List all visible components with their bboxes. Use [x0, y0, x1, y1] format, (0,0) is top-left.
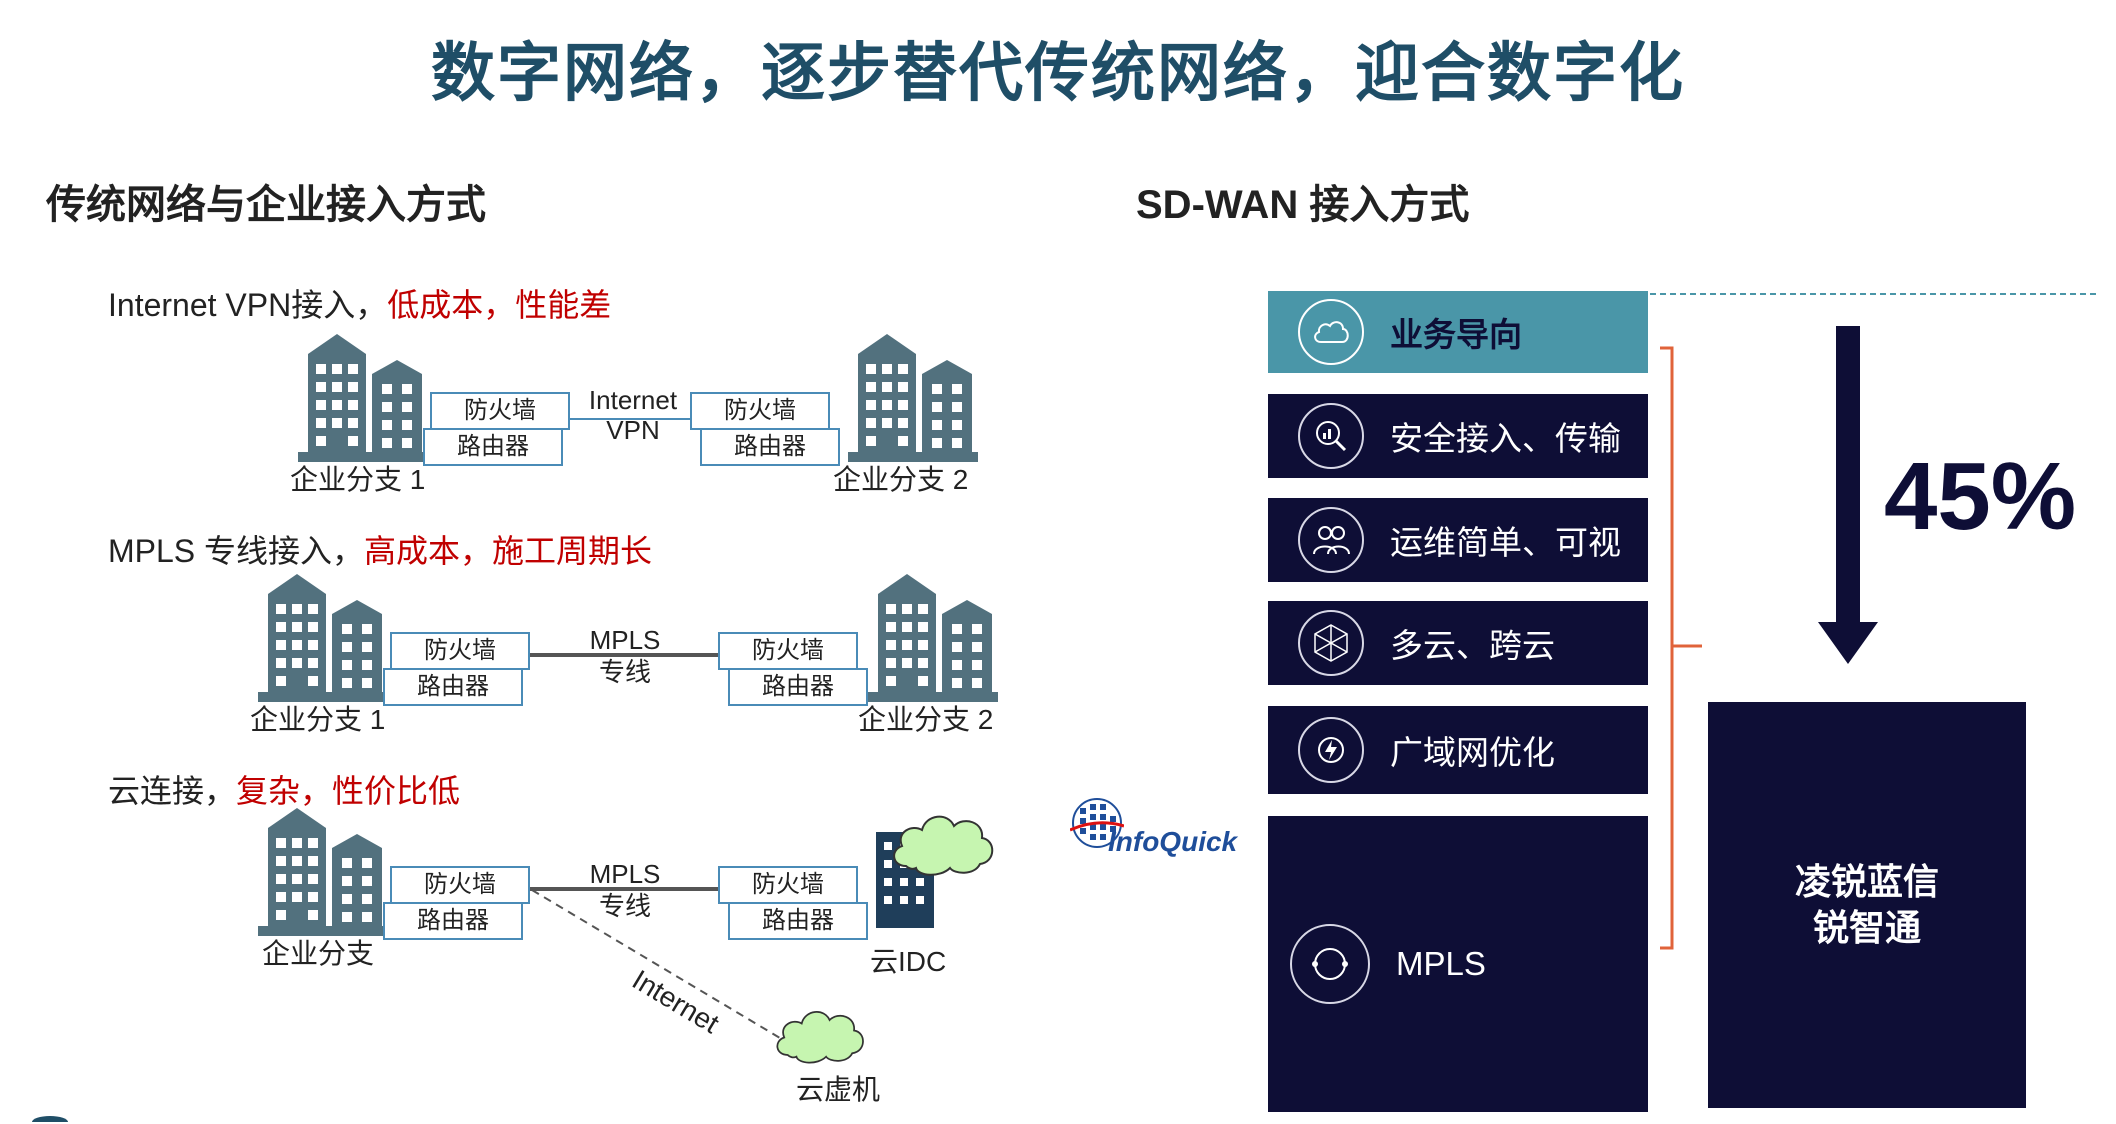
firewall-box: 防火墙 — [718, 632, 858, 670]
lightning-gear-icon — [1298, 717, 1364, 783]
cloud-icon — [1298, 299, 1364, 365]
router-box: 路由器 — [423, 428, 563, 466]
building-icon — [868, 574, 998, 704]
page-title: 数字网络，逐步替代传统网络，迎合数字化 — [431, 37, 1685, 109]
vpn-link-line — [570, 418, 690, 420]
scenario-title-cloud: 云连接，复杂，性价比低 — [108, 766, 460, 812]
stack-row-label: 多云、跨云 — [1390, 627, 1555, 664]
stack-row-multicloud: 多云、跨云 — [1268, 601, 1648, 685]
building-icon — [258, 808, 388, 938]
percent-value: 45% — [1884, 443, 2077, 550]
dashed-guide-line — [1650, 293, 2096, 295]
scenario-prefix: Internet VPN接入， — [108, 287, 388, 323]
building-icon — [298, 334, 428, 464]
router-box: 路由器 — [383, 902, 523, 940]
link-label-line2: 专线 — [598, 891, 651, 921]
infoquick-logo-text: InfoQuick — [1108, 826, 1238, 857]
mpls-link-line — [530, 653, 718, 657]
site-a-label: 企业分支 1 — [290, 464, 426, 495]
link-label-line1: MPLS — [589, 625, 661, 655]
product-box: 凌锐蓝信 锐智通 — [1708, 702, 2026, 1108]
building-icon — [848, 334, 978, 464]
stack-row-business: 业务导向 — [1268, 291, 1648, 373]
firewall-box: 防火墙 — [690, 392, 830, 430]
router-box: 路由器 — [728, 902, 868, 940]
down-arrow-icon — [1818, 326, 1878, 664]
stack-row-label: 广域网优化 — [1390, 734, 1555, 771]
scenario-highlight: 低成本，性能差 — [387, 287, 612, 323]
cloud-icon — [772, 1002, 868, 1066]
product-name-line1: 凌锐蓝信 — [1794, 861, 1939, 902]
scenario-title-mpls: MPLS 专线接入，高成本，施工周期长 — [108, 526, 652, 572]
stack-row-label: 安全接入、传输 — [1390, 420, 1621, 457]
router-box: 路由器 — [700, 428, 840, 466]
infoquick-logo-icon — [1070, 798, 1124, 848]
link-label-line1: MPLS — [589, 859, 661, 889]
traditional-heading: 传统网络与企业接入方式 — [46, 183, 486, 227]
site-b-label: 企业分支 2 — [833, 464, 969, 495]
cycle-icon — [1290, 924, 1370, 1004]
bracket-icon — [1660, 346, 1702, 950]
stack-row-wan-opt: 广域网优化 — [1268, 706, 1648, 794]
link-label-line2: VPN — [606, 415, 660, 445]
people-icon — [1298, 507, 1364, 573]
scenario-title-vpn: Internet VPN接入，低成本，性能差 — [108, 280, 611, 326]
stack-row-security: 安全接入、传输 — [1268, 394, 1648, 478]
product-name-line2: 锐智通 — [1812, 907, 1921, 948]
mpls-link-line — [530, 887, 718, 891]
firewall-box: 防火墙 — [390, 632, 530, 670]
idc-building-icon — [876, 832, 934, 928]
link-label-line2: 专线 — [598, 657, 651, 687]
stack-row-mpls: MPLS — [1268, 816, 1648, 1112]
internet-dashed-line — [531, 889, 781, 1039]
stack-row-ops: 运维简单、可视 — [1268, 498, 1648, 582]
site-a-label: 企业分支 1 — [250, 704, 386, 735]
stack-row-label: 运维简单、可视 — [1390, 524, 1621, 561]
scenario-prefix: 云连接， — [108, 773, 237, 809]
cloud-icon — [888, 806, 998, 878]
magnifier-chart-icon — [1298, 403, 1364, 469]
scenario-prefix: MPLS 专线接入， — [108, 533, 365, 569]
site-b-label: 企业分支 2 — [858, 704, 994, 735]
idc-label: 云IDC — [870, 946, 947, 977]
building-icon — [258, 574, 388, 704]
router-box: 路由器 — [383, 668, 523, 706]
link-label-line1: Internet — [588, 385, 678, 415]
footer-logo-icon — [32, 1116, 68, 1122]
stack-row-label: 业务导向 — [1390, 316, 1522, 353]
site-label: 企业分支 — [262, 938, 375, 969]
stack-row-label: MPLS — [1396, 945, 1486, 982]
vm-label: 云虚机 — [796, 1074, 881, 1105]
sdwan-heading: SD-WAN 接入方式 — [1136, 183, 1470, 227]
firewall-box: 防火墙 — [430, 392, 570, 430]
firewall-box: 防火墙 — [390, 866, 530, 904]
router-box: 路由器 — [728, 668, 868, 706]
scenario-highlight: 高成本，施工周期长 — [364, 533, 653, 569]
scenario-highlight: 复杂，性价比低 — [236, 773, 461, 809]
network-mesh-icon — [1298, 610, 1364, 676]
